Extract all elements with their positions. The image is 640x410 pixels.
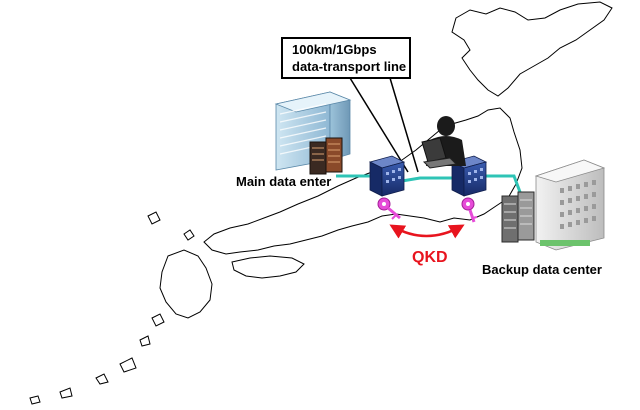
key-left — [377, 197, 401, 220]
router-icon — [450, 155, 488, 197]
qkd-label: QKD — [412, 249, 448, 266]
map-island-4 — [95, 373, 109, 385]
map-island-6 — [29, 395, 41, 405]
office-building-icon — [274, 91, 352, 171]
callout-data-transport-line: 100km/1Gbps data-transport line — [281, 37, 419, 173]
key-right — [461, 197, 478, 223]
key-icon — [377, 197, 401, 220]
backup-data-center-label: Backup data center — [482, 262, 602, 277]
callout-line-1: 100km/1Gbps — [292, 42, 377, 57]
router-left — [368, 155, 406, 197]
callout-box — [281, 37, 411, 79]
map-island-7 — [147, 211, 161, 225]
main-data-center: Main data enter — [236, 91, 352, 189]
map-island-1 — [151, 313, 165, 327]
operator-laptop-icon — [421, 116, 466, 169]
backup-data-center: Backup data center — [482, 159, 606, 277]
map-island-5 — [59, 387, 73, 399]
key-icon — [461, 197, 478, 223]
server-rack-icon — [501, 191, 535, 243]
qkd-arrow — [389, 224, 465, 239]
server-rack-icon — [309, 137, 343, 175]
callout-pointer-right — [389, 77, 419, 173]
map-shikoku — [231, 255, 305, 279]
map-kyushu — [159, 249, 213, 319]
map-island-2 — [139, 335, 151, 347]
office-building-icon — [534, 159, 606, 251]
map-island-3 — [119, 357, 137, 373]
router-right — [450, 155, 488, 197]
router-icon — [368, 155, 406, 197]
map-hokkaido — [451, 1, 613, 97]
map-island-8 — [183, 229, 195, 241]
callout-pointer-left — [349, 77, 409, 173]
callout-line-2: data-transport line — [292, 59, 406, 74]
main-data-center-label: Main data enter — [236, 174, 331, 189]
